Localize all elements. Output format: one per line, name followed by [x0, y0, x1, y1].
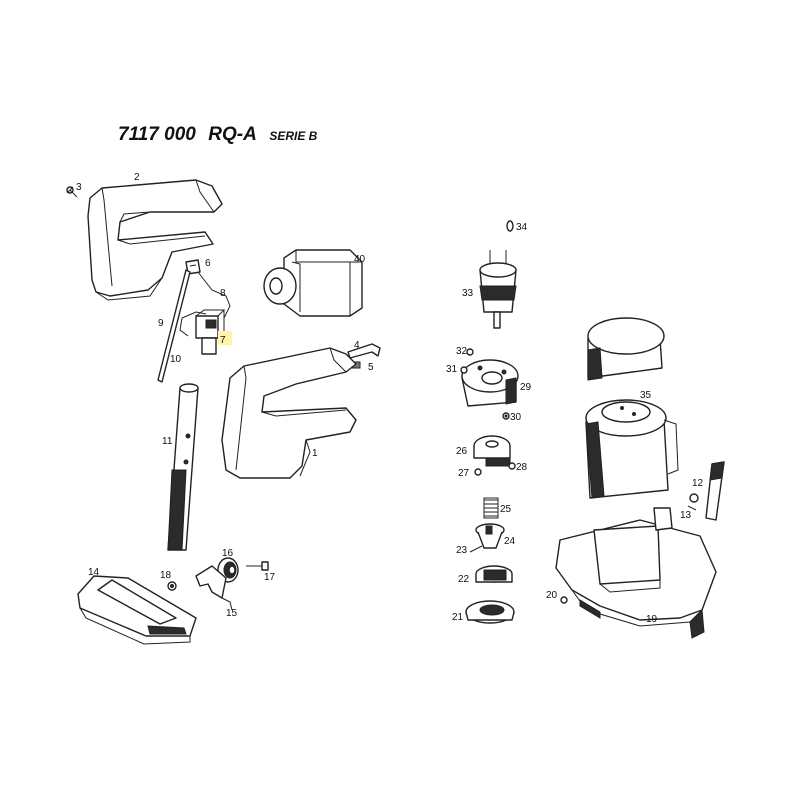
part-7-label-highlight	[218, 331, 232, 345]
part-13-axle	[687, 461, 725, 521]
title-code: 7117 000	[118, 124, 196, 145]
label-part-18: 18	[160, 570, 172, 581]
part-33-motor	[479, 250, 517, 329]
label-part-26: 26	[456, 446, 468, 457]
part-25-spring	[483, 497, 499, 519]
part-21-bottom-disc	[465, 600, 515, 624]
part-26-gear	[473, 435, 511, 467]
label-part-21: 21	[452, 612, 464, 623]
label-part-15: 15	[226, 608, 238, 619]
part-40-motor-box	[263, 249, 363, 317]
title-serie: SERIE B	[269, 129, 318, 143]
part-34-brush	[506, 220, 514, 232]
label-part-9: 9	[158, 318, 164, 329]
part-35-lid	[587, 317, 665, 381]
label-part-29: 29	[520, 382, 532, 393]
label-part-5: 5	[368, 362, 374, 373]
part-7-switch	[195, 309, 226, 355]
part-29-gear-housing	[461, 359, 519, 407]
part-27-washer	[474, 468, 482, 476]
label-part-31: 31	[446, 364, 458, 375]
part-19-base-housing	[555, 507, 717, 639]
part-4-clip	[347, 343, 381, 359]
diagram-title: 7117 000 RQ-A SERIE B	[118, 124, 317, 146]
label-part-33: 33	[462, 288, 474, 299]
part-28-nut	[508, 462, 516, 470]
part-17-bolt	[246, 561, 269, 571]
label-part-1: 1	[312, 448, 318, 459]
label-part-7: 7	[220, 335, 226, 346]
label-part-4: 4	[354, 340, 360, 351]
part-35-body	[585, 399, 679, 499]
label-part-14: 14	[88, 567, 100, 578]
label-part-22: 22	[458, 574, 470, 585]
label-part-35: 35	[640, 390, 652, 401]
part-24-bushing	[475, 523, 505, 549]
part-14-base-plate	[77, 575, 197, 645]
label-part-10: 10	[170, 354, 182, 365]
label-part-13: 13	[680, 510, 692, 521]
label-part-30: 30	[510, 412, 522, 423]
part-10-rod	[157, 269, 191, 383]
label-part-19: 19	[646, 614, 658, 625]
part-9-wire	[179, 311, 207, 337]
label-part-2: 2	[134, 172, 140, 183]
label-part-12: 12	[692, 478, 704, 489]
part-12-washer	[689, 493, 699, 503]
part-labels: 3 2 6 8 9 7 10 40 4 5 1 11 14 16 18 17 1…	[76, 172, 704, 625]
label-part-34: 34	[516, 222, 528, 233]
label-part-28: 28	[516, 462, 528, 473]
label-part-6: 6	[205, 258, 211, 269]
title-model: RQ-A	[208, 124, 257, 145]
part-30-nut	[502, 412, 510, 420]
part-15-wheel-bracket	[195, 565, 233, 611]
label-part-25: 25	[500, 504, 512, 515]
part-3-screw	[66, 186, 78, 198]
label-part-23: 23	[456, 545, 468, 556]
part-11-shaft-tube	[167, 383, 199, 551]
part-31-washer	[460, 366, 468, 374]
label-part-27: 27	[458, 468, 470, 479]
label-part-11: 11	[162, 436, 173, 447]
label-part-40: 40	[354, 254, 366, 265]
part-2-handle-housing	[87, 179, 223, 301]
part-20-screw	[560, 596, 568, 604]
part-23-pin	[469, 545, 483, 553]
part-8-wire	[197, 271, 231, 319]
part-1-handle-housing	[221, 347, 357, 479]
label-part-8: 8	[220, 288, 226, 299]
label-part-32: 32	[456, 346, 468, 357]
label-part-24: 24	[504, 536, 516, 547]
label-part-3: 3	[76, 182, 82, 193]
part-18-nut	[167, 581, 177, 591]
label-part-16: 16	[222, 548, 234, 559]
part-32-screw	[466, 348, 474, 356]
part-22-drive-disc	[475, 565, 513, 583]
label-part-20: 20	[546, 590, 558, 601]
label-part-17: 17	[264, 572, 276, 583]
